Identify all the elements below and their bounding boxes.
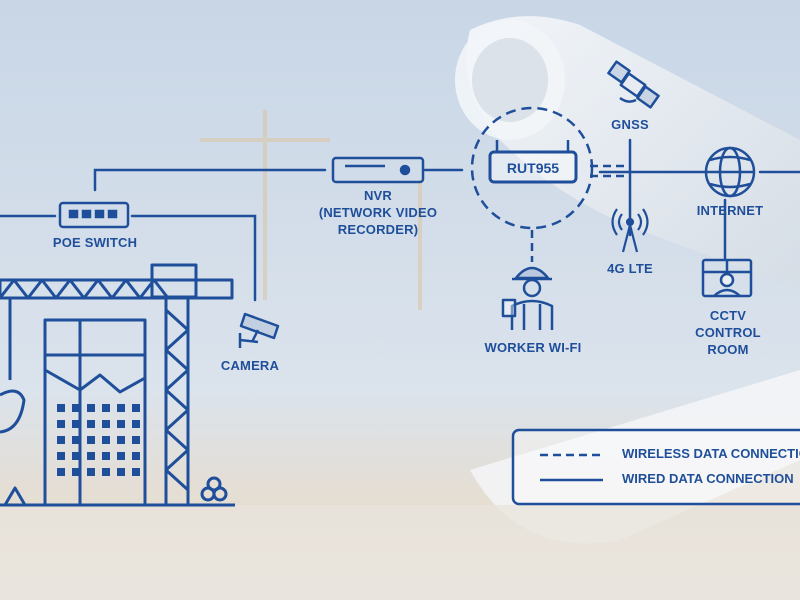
cctv-label-line-1: CCTV bbox=[709, 308, 747, 323]
nvr-icon bbox=[331, 156, 425, 184]
ground bbox=[0, 505, 800, 600]
cctv-label-line-3: ROOM bbox=[707, 342, 749, 357]
lte-tower-icon bbox=[611, 208, 649, 253]
cctv-label-line-2: CONTROL bbox=[695, 325, 761, 340]
camera-icon bbox=[238, 312, 280, 348]
camera-label: CAMERA bbox=[220, 358, 280, 373]
control-room-icon bbox=[701, 258, 753, 298]
nvr-label-line-2: (NETWORK VIDEO bbox=[318, 205, 438, 220]
lte-label: 4G LTE bbox=[607, 261, 653, 276]
worker-icon bbox=[501, 266, 554, 330]
satellite-icon bbox=[607, 60, 660, 109]
background-camera-image bbox=[455, 16, 800, 544]
internet-label: INTERNET bbox=[696, 203, 764, 218]
building-windows bbox=[57, 404, 140, 476]
globe-icon bbox=[704, 146, 756, 198]
nvr-label-line-1: NVR bbox=[363, 188, 393, 203]
cctv-label: CCTV CONTROL ROOM bbox=[682, 307, 774, 358]
gnss-label: GNSS bbox=[611, 117, 649, 132]
nvr-label: NVR (NETWORK VIDEO RECORDER) bbox=[300, 187, 456, 238]
wired-connections bbox=[0, 138, 800, 302]
legend-wireless-label: WIRELESS DATA CONNECTION bbox=[622, 446, 800, 461]
router-icon: RUT955 bbox=[470, 106, 594, 230]
poe-switch-icon bbox=[58, 201, 130, 229]
legend-box bbox=[511, 428, 800, 506]
worker-wifi-label: WORKER WI-FI bbox=[484, 340, 582, 355]
nvr-label-line-3: RECORDER) bbox=[337, 222, 419, 237]
wireless-connections bbox=[530, 164, 628, 262]
legend-wired-label: WIRED DATA CONNECTION bbox=[622, 471, 794, 486]
background-cranes bbox=[200, 110, 422, 310]
router-label: RUT955 bbox=[507, 160, 559, 176]
construction-site-icon bbox=[0, 263, 235, 507]
poe-switch-label: POE SWITCH bbox=[52, 235, 138, 250]
